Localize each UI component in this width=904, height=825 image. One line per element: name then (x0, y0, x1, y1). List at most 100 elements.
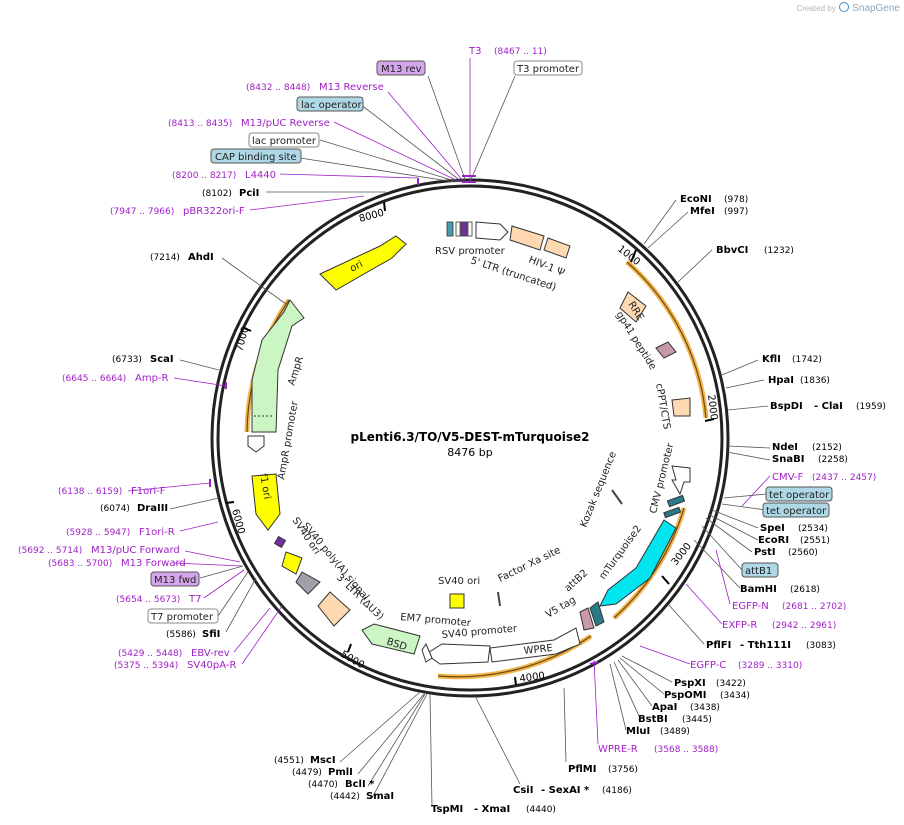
bottom-label-tspmi: TspMI (431, 804, 463, 815)
right-label-pflfi-pos: (3083) (806, 641, 836, 651)
feature-sv40-polya (295, 571, 321, 595)
feature-f1-ori-arrow (251, 473, 281, 531)
right-label-bstbi-pos: (3445) (682, 715, 712, 725)
feature-rsv-promoter-arrow (475, 221, 509, 241)
left-label-ebvrev: EBV-rev (191, 648, 230, 659)
left-label-scai: ScaI (150, 354, 174, 365)
snapgene-watermark: Created by SnapGene (797, 2, 900, 14)
top-label-m13rev: M13 rev (381, 64, 422, 75)
right-label-egfpc: EGFP-C (690, 660, 726, 671)
feature-label-ampr: AmpR (286, 355, 306, 387)
left-label-ampr-pos: (6645 .. 6664) (62, 374, 126, 384)
right-label-bstbi: BstBI (638, 714, 668, 725)
right-label-bbvci: BbvCI (716, 245, 748, 256)
right-label-tth111i: - Tth111I (740, 640, 791, 651)
left-label-m13fwd2-pos: (5683 .. 5700) (48, 559, 112, 569)
feature-attb2 (589, 601, 605, 627)
left-label-f1orir-pos: (5928 .. 5947) (66, 528, 130, 538)
left-labels-lines (127, 257, 287, 665)
feature-label-em7: EM7 promoter (400, 612, 472, 629)
feature-m13-fwd-block (273, 535, 287, 549)
top-label-lacop: lac operator (301, 100, 362, 111)
tick-2000: 2000 (705, 394, 719, 421)
right-label-attb1: attB1 (745, 566, 772, 577)
feature-ampr-promoter-arrow (247, 435, 265, 453)
tick-3000: 3000 (670, 541, 694, 568)
top-label-l4440: L4440 (245, 170, 276, 181)
selection-arcs (244, 260, 709, 680)
bottom-label-smai-pos: (4442) (330, 792, 360, 802)
left-label-m13fwd: M13 fwd (154, 575, 196, 586)
left-label-m13fwd-box (150, 571, 200, 587)
feature-block-cap (455, 221, 461, 237)
left-label-t7-pos: (5654 .. 5673) (116, 595, 180, 605)
bottom-label-csii: CsiI (513, 785, 533, 796)
plasmid-name: pLenti6.3/TO/V5-DEST-mTurquoise2 (351, 430, 590, 444)
top-label-m13puc-rev-pos: (8413 .. 8435) (168, 119, 232, 129)
right-label-egfpn: EGFP-N (732, 601, 769, 612)
feature-block-lac (446, 221, 454, 237)
right-label-clai: - ClaI (814, 401, 843, 412)
right-label-egfpc-pos: (3289 .. 3310) (738, 661, 802, 671)
left-label-draiii: DraIII (137, 503, 168, 514)
feature-block-t3 (467, 221, 473, 237)
feature-wpre-arrow (489, 627, 581, 663)
top-label-pcii-pos: (8102) (202, 189, 232, 199)
feature-tet-operator-1 (666, 494, 686, 508)
feature-hiv-psi-box (543, 237, 571, 259)
right-label-econi-pos: (978) (724, 195, 748, 205)
top-label-m13reverse-pos: (8432 .. 8448) (246, 83, 310, 93)
right-label-bspdi-pos: (1959) (856, 402, 886, 412)
top-label-m13rev-box (376, 60, 426, 76)
right-label-hpai-pos: (1836) (800, 376, 830, 386)
top-label-l4440-pos: (8200 .. 8217) (172, 171, 236, 181)
right-label-ndei-pos: (2152) (812, 443, 842, 453)
feature-sv40-ori-left (281, 551, 303, 575)
feature-label-sv40-ori: SV40 ori (438, 576, 480, 587)
top-labels (249, 58, 516, 211)
right-label-cmvf-pos: (2437 .. 2457) (812, 473, 876, 483)
left-label-scai-pos: (6733) (112, 355, 142, 365)
right-label-apai: ApaI (652, 702, 677, 713)
left-label-draiii-pos: (6074) (100, 504, 130, 514)
right-label-apai-pos: (3438) (690, 703, 720, 713)
right-label-tetop2: tet operator (766, 506, 827, 517)
right-label-exfpr: EXFP-R (722, 620, 757, 631)
bottom-label-pmli-pos: (4479) (292, 768, 322, 778)
right-label-mfei-pos: (997) (724, 207, 748, 217)
bottom-label-pflmi: PflMI (568, 764, 596, 775)
left-label-m13fwd2: M13 Forward (121, 558, 186, 569)
right-label-exfpr-pos: (2942 .. 2961) (772, 621, 836, 631)
right-label-cmvf: CMV-F (772, 472, 803, 483)
bottom-labels-lines (339, 659, 599, 807)
watermark-prefix: Created by (796, 4, 836, 13)
left-label-t7prom: T7 promoter (150, 612, 214, 623)
right-label-spei: SpeI (760, 523, 785, 534)
feature-sv40-promoter-arrow (425, 643, 491, 665)
left-label-sfii-pos: (5586) (166, 630, 196, 640)
right-label-pspxi: PspXI (674, 678, 706, 689)
feature-label-wpre: WPRE (523, 643, 553, 657)
right-label-ecori-pos: (2551) (800, 536, 830, 546)
feature-ori-arrow (319, 235, 407, 291)
right-label-tetop1: tet operator (769, 490, 830, 501)
left-label-ahdi: AhdI (188, 252, 214, 263)
bottom-label-tspmi-pos: (4440) (526, 805, 556, 815)
feature-cppt-box (671, 397, 691, 417)
right-label-bbvci-pos: (1232) (764, 246, 794, 256)
bottom-label-msci-pos: (4551) (274, 756, 304, 766)
feature-label-ampr-promoter: AmpR promoter (276, 399, 301, 480)
right-label-psti: PstI (754, 547, 776, 558)
left-label-t7prom-box (147, 608, 219, 624)
bottom-label-pflmi-pos: (3756) (608, 765, 638, 775)
bottom-label-bcli: BclI * (345, 779, 375, 790)
top-label-lacprom-box (248, 132, 320, 148)
top-label-t3promoter-box (513, 60, 583, 76)
right-label-mlui-pos: (3489) (660, 727, 690, 737)
left-label-m13puc-fwd: M13/pUC Forward (91, 545, 180, 556)
feature-tet-operator-2 (663, 506, 682, 519)
top-label-t3-pos: (8467 .. 11) (494, 47, 547, 57)
right-label-mlui: MluI (626, 726, 650, 737)
left-label-f1orir: F1ori-R (139, 527, 175, 538)
feature-mturquoise2-arrow (599, 519, 677, 607)
